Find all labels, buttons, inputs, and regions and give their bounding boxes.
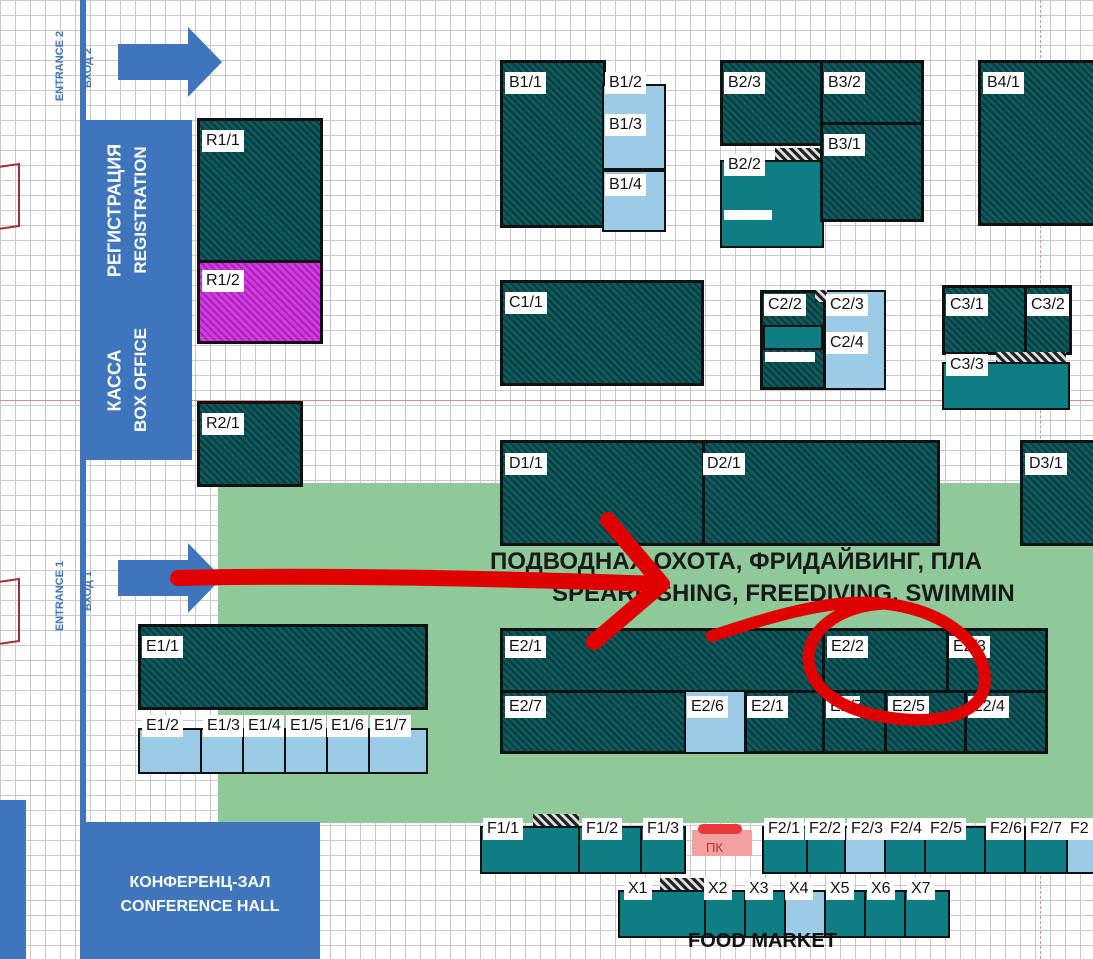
annotation-circle [706, 596, 992, 726]
stand-e2-5-label: E2/5 [888, 696, 929, 718]
stand-f2-3-label: F2/3 [847, 818, 887, 840]
stand-e2-7-label: E2/7 [505, 696, 546, 718]
stand-e2-1-top[interactable] [500, 628, 826, 694]
stand-x1-label: X1 [624, 878, 652, 900]
stand-e1-1[interactable] [138, 624, 428, 710]
c3-checker [996, 352, 1066, 364]
b2-checker [775, 148, 821, 160]
food-market-label: FOOD MARKET [688, 930, 837, 952]
stand-e2-2-label: E2/2 [827, 636, 868, 658]
stand-c3-1-label: C3/1 [946, 294, 988, 316]
conference-en-label: CONFERENCE HALL [120, 898, 280, 915]
stand-b4-1-label: B4/1 [983, 72, 1024, 94]
stand-e1-6-label: E1/6 [327, 715, 368, 737]
guide-line-horizontal [0, 400, 1093, 401]
pk-label: ПК [706, 840, 723, 855]
stand-x5-label: X5 [826, 878, 854, 900]
stand-b2-2-label: B2/2 [724, 154, 765, 176]
stand-f2-2-label: F2/2 [805, 818, 846, 840]
stand-f1-3-label: F1/3 [643, 818, 684, 840]
stand-b1-1[interactable] [500, 60, 606, 228]
side-room [0, 800, 26, 959]
stand-e1-4-label: E1/4 [244, 715, 284, 737]
stand-r1-1-label: R1/1 [202, 130, 244, 152]
stand-b3-2-label: B3/2 [824, 72, 865, 94]
stand-c3-2-label: C3/2 [1027, 294, 1069, 316]
stand-e2-1-bottom-label: E2/1 [747, 696, 788, 718]
annotation-arrow-shaft [170, 568, 668, 592]
stand-e2-6-label: E2/6 [687, 696, 728, 718]
c2-checker [815, 290, 827, 302]
pk-area [692, 830, 752, 856]
left-wall [80, 0, 86, 959]
stand-f1-2-label: F1/2 [582, 818, 623, 840]
stand-c2-4-label: C2/4 [826, 332, 868, 354]
stand-e1-2-label: E1/2 [142, 715, 183, 737]
entrance-2-arrow-icon [118, 27, 222, 97]
stand-c3-3-label: C3/3 [946, 354, 988, 376]
stand-f1-1-label: F1/1 [483, 818, 524, 840]
stand-f2-5-label: F2/5 [926, 818, 967, 840]
registration-box-office[interactable] [80, 120, 192, 460]
stand-c2-2-label: C2/2 [764, 294, 806, 316]
stand-e2-1-top-label: E2/1 [505, 636, 546, 658]
stand-x7-label: X7 [907, 878, 935, 900]
stand-e1-5-label: E1/5 [286, 715, 326, 737]
stand-b3-1-label: B3/1 [824, 134, 865, 156]
stand-x6-label: X6 [867, 878, 895, 900]
stand-b2-3-label: B2/3 [724, 72, 765, 94]
stand-b1-1-label: B1/1 [505, 72, 546, 94]
stand-b1-2-label: B1/2 [605, 72, 646, 94]
conference-ru-label: КОНФЕРЕНЦ-ЗАЛ [129, 874, 271, 891]
stand-d1-1-label: D1/1 [505, 453, 547, 475]
stand-d3-1-label: D3/1 [1025, 453, 1067, 475]
stand-e1-1-label: E1/1 [142, 636, 183, 658]
stand-c2-3-label: C2/3 [826, 294, 868, 316]
stand-x2-label: X2 [704, 878, 732, 900]
conference-hall[interactable] [80, 822, 320, 959]
stand-r1-2-label: R1/2 [202, 270, 244, 292]
annotation-arrow-head [586, 512, 670, 650]
stand-f2-7-label: F2/7 [1026, 818, 1068, 840]
b2-white-strip [724, 210, 772, 220]
pk-marker [698, 824, 742, 834]
f1-checker [533, 814, 579, 826]
c2-2-teal [763, 325, 823, 350]
stand-b1-3-label: B1/3 [605, 114, 646, 136]
stand-d2-1-label: D2/1 [703, 453, 745, 475]
x-checker [660, 878, 704, 890]
stand-f2-6-label: F2/6 [986, 818, 1024, 840]
stand-x4-label: X4 [785, 878, 813, 900]
c2-white-strip [765, 352, 815, 362]
stand-c1-1-label: C1/1 [505, 292, 547, 314]
stand-f2-4-label: F2/4 [886, 818, 926, 840]
stand-b1-4-label: B1/4 [605, 174, 646, 196]
zone-title-ru: ПОДВОДНАЯ ОХОТА, ФРИДАЙВИНГ, ПЛА [490, 548, 983, 575]
stand-e1-3-label: E1/3 [203, 715, 243, 737]
stand-r2-1-label: R2/1 [202, 413, 244, 435]
stand-x3-label: X3 [745, 878, 773, 900]
stand-f2-8-label: F2 [1066, 818, 1093, 840]
stand-f2-1-label: F2/1 [764, 818, 805, 840]
stand-e1-7-label: E1/7 [370, 715, 411, 737]
